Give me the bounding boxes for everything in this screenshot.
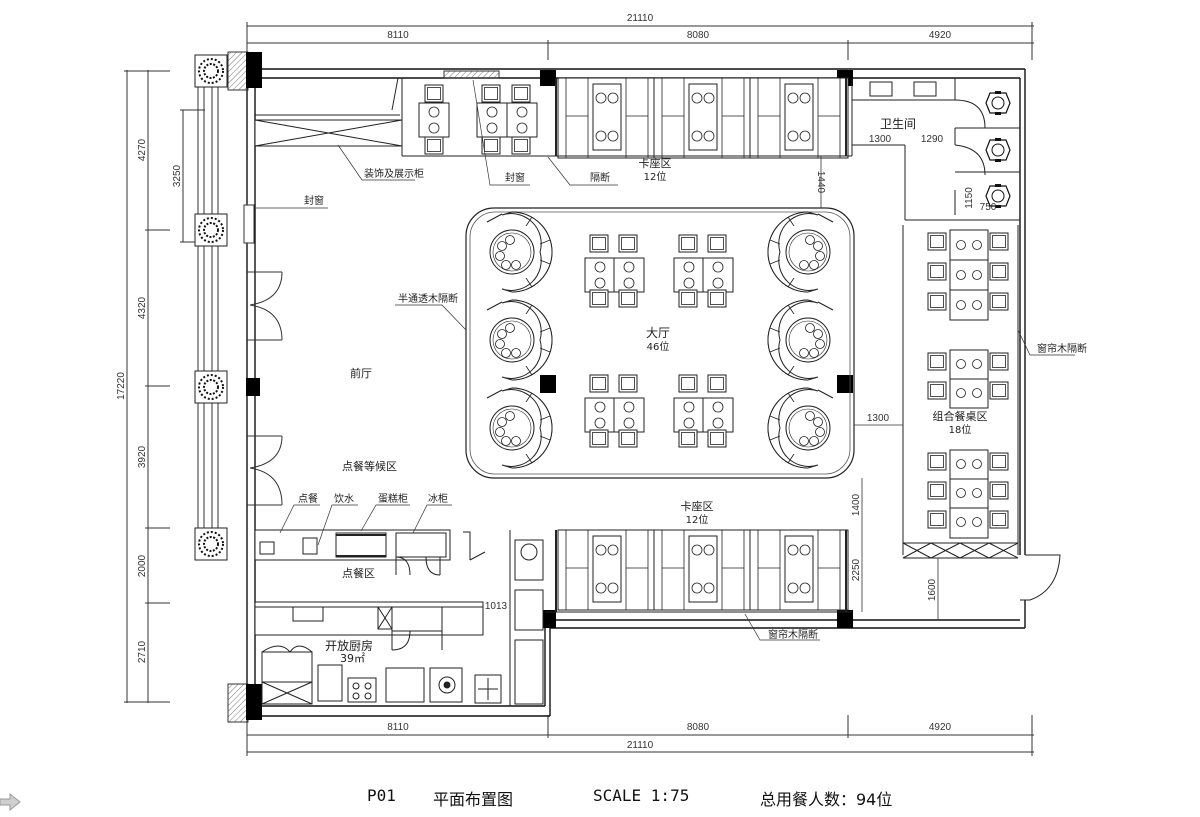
dim-bottom-seg-3: 4920 — [929, 722, 952, 733]
structural-columns — [246, 52, 853, 720]
dim-left-seg-3: 3920 — [137, 445, 148, 468]
toilet-icon — [985, 137, 1011, 163]
dim-left-seg-4: 2000 — [137, 554, 148, 577]
annot-partition: 隔断 — [590, 171, 610, 184]
dim-booth-depth: 2250 — [851, 558, 862, 581]
group-table-seats — [956, 240, 982, 527]
room-booth-top: 卡座区 — [639, 156, 672, 170]
booth-row-bottom — [545, 529, 852, 613]
room-front-hall: 前厅 — [350, 366, 372, 380]
dim-top-total: 21110 — [627, 13, 654, 24]
room-restroom: 卫生间 — [880, 117, 916, 131]
round-booths-right — [767, 211, 834, 469]
open-kitchen — [254, 530, 544, 706]
restroom — [851, 78, 1020, 221]
room-group-dining: 组合餐桌区 — [933, 409, 988, 423]
sealed-window-top — [443, 70, 500, 79]
semi-transparent-partition — [465, 207, 855, 479]
annot-drinks: 饮水 — [334, 492, 354, 505]
group-dining-tables — [927, 229, 1009, 539]
entry-door-right — [1020, 554, 1061, 601]
dim-booth-gap-bottom: 1400 — [851, 493, 862, 516]
order-counter — [254, 529, 486, 576]
planter-icon — [194, 527, 228, 561]
dim-top-seg-2: 8080 — [687, 30, 710, 41]
annot-display-cabinet: 装饰及展示柜 — [364, 167, 424, 180]
planter-icon — [194, 54, 228, 88]
dim-left-seg-2: 4320 — [137, 296, 148, 319]
exterior-planter-strip — [197, 85, 219, 535]
annot-semi-partition: 半通透木隔断 — [398, 292, 458, 305]
room-waiting: 点餐等候区 — [342, 459, 397, 473]
room-kitchen-area: 39㎡ — [340, 652, 365, 665]
room-booth-top-seats: 12位 — [644, 170, 667, 183]
annot-sealed-window-top: 封窗 — [505, 171, 525, 184]
dim-top-seg-1: 8110 — [387, 30, 409, 41]
annot-freezer: 冰柜 — [428, 492, 448, 505]
hall-dimension-lines — [820, 156, 939, 620]
dimension-left — [124, 70, 205, 703]
annot-sealed-window-left: 封窗 — [304, 194, 324, 207]
dim-entry-depth: 1600 — [927, 578, 938, 601]
dim-bottom-seg-1: 8110 — [387, 722, 409, 733]
dim-kitchen-gap: 1013 — [485, 601, 508, 612]
dim-left-total: 17220 — [116, 372, 127, 400]
dimension-top — [246, 22, 1034, 60]
room-main-hall: 大厅 — [646, 326, 670, 340]
planter-icon — [194, 370, 228, 404]
drawing-title-block: P01 平面布置图 SCALE 1:75 总用餐人数：94位 — [0, 780, 1200, 810]
dim-booth-gap-top: 1440 — [815, 171, 826, 194]
wall-hatch — [227, 683, 249, 723]
total-seats: 总用餐人数：94位 — [760, 790, 893, 809]
room-order-area: 点餐区 — [342, 566, 375, 580]
room-kitchen: 开放厨房 — [325, 638, 373, 653]
dim-bottom-total: 21110 — [627, 740, 654, 751]
annot-curtain-right: 窗帘木隔断 — [1037, 342, 1087, 355]
sheet-title: 平面布置图 — [433, 790, 514, 809]
dim-bottom-seg-2: 8080 — [687, 722, 710, 733]
dim-left-seg-5: 2710 — [137, 640, 148, 663]
dim-restroom-b: 1290 — [921, 134, 944, 145]
next-arrow-icon[interactable] — [0, 792, 22, 812]
group-dining-area — [902, 225, 1019, 559]
dimension-bottom — [246, 715, 1034, 756]
sheet-scale: SCALE 1:75 — [593, 786, 690, 805]
dim-restroom-d: 750 — [980, 202, 997, 213]
room-booth-bottom-seats: 12位 — [686, 513, 709, 526]
dim-hall-gap-right: 1300 — [867, 413, 890, 424]
small-tables-top — [418, 84, 538, 155]
annotation-leaders — [255, 79, 1075, 641]
dim-restroom-c: 1150 — [964, 187, 975, 209]
planter-icon — [194, 213, 228, 247]
entrance-doors — [243, 204, 283, 506]
dim-restroom-a: 1300 — [869, 134, 892, 145]
room-group-dining-seats: 18位 — [949, 423, 972, 436]
annot-order: 点餐 — [298, 492, 318, 505]
annot-curtain-bottom: 窗帘木隔断 — [768, 628, 818, 641]
booth-row-top — [545, 77, 852, 159]
sheet-id: P01 — [367, 786, 396, 805]
hall-tables — [584, 234, 734, 448]
display-cabinet — [254, 77, 545, 157]
dim-left-inner: 3250 — [172, 164, 183, 187]
wall-hatch — [227, 51, 249, 91]
dim-top-seg-3: 4920 — [929, 30, 952, 41]
room-booth-bottom: 卡座区 — [681, 499, 714, 513]
annot-cake-cabinet: 蛋糕柜 — [378, 492, 408, 505]
round-booths-left — [486, 211, 553, 469]
toilet-icon — [985, 90, 1011, 116]
room-main-hall-seats: 46位 — [647, 340, 670, 353]
dim-left-seg-1: 4270 — [137, 138, 148, 161]
